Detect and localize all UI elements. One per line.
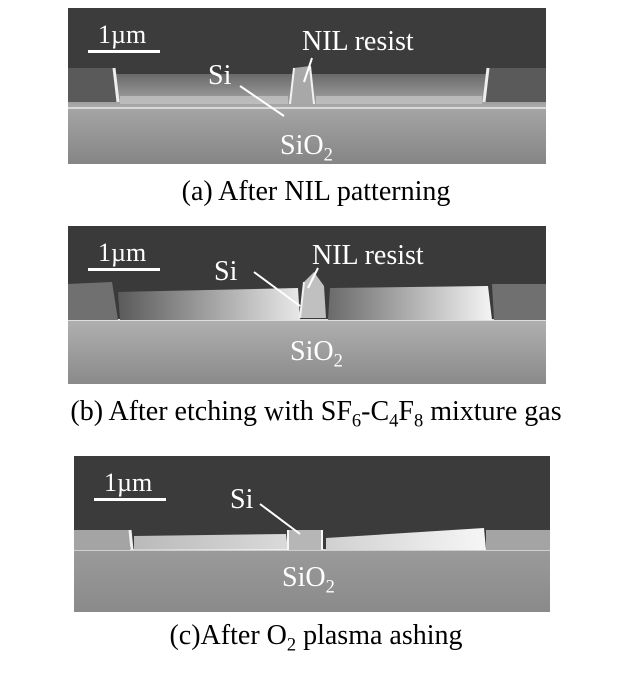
- sio2-label-c: SiO2: [282, 562, 335, 597]
- caption-b: (b) After etching with SF6-C4F8 mixture …: [70, 396, 562, 431]
- caption-a: (a) After NIL patterning: [181, 176, 451, 207]
- sem-image-c-graphic: [74, 456, 550, 612]
- scale-bar-c: [94, 498, 166, 501]
- scale-bar-b: [88, 268, 160, 271]
- si-label-c: Si: [230, 484, 254, 515]
- si-label-b: Si: [214, 256, 238, 287]
- resist-label-b: NIL resist: [312, 240, 424, 271]
- sem-image-b: 1µm Si NIL resist SiO2: [68, 226, 546, 384]
- caption-c: (c)After O2 plasma ashing: [169, 620, 463, 655]
- si-label-a: Si: [208, 60, 232, 91]
- sio2-label-a: SiO2: [280, 130, 333, 164]
- sem-image-a-graphic: [68, 8, 546, 164]
- resist-label-a: NIL resist: [302, 26, 414, 57]
- sem-image-b-graphic: [68, 226, 546, 384]
- scale-bar-a: [88, 50, 160, 53]
- sem-image-a: 1µm Si NIL resist SiO2: [68, 8, 546, 164]
- scale-label-c: 1µm: [104, 468, 153, 497]
- scale-label-b: 1µm: [98, 238, 147, 267]
- sem-image-c: 1µm Si SiO2: [74, 456, 550, 612]
- sio2-label-b: SiO2: [290, 336, 343, 371]
- scale-label-a: 1µm: [98, 20, 147, 49]
